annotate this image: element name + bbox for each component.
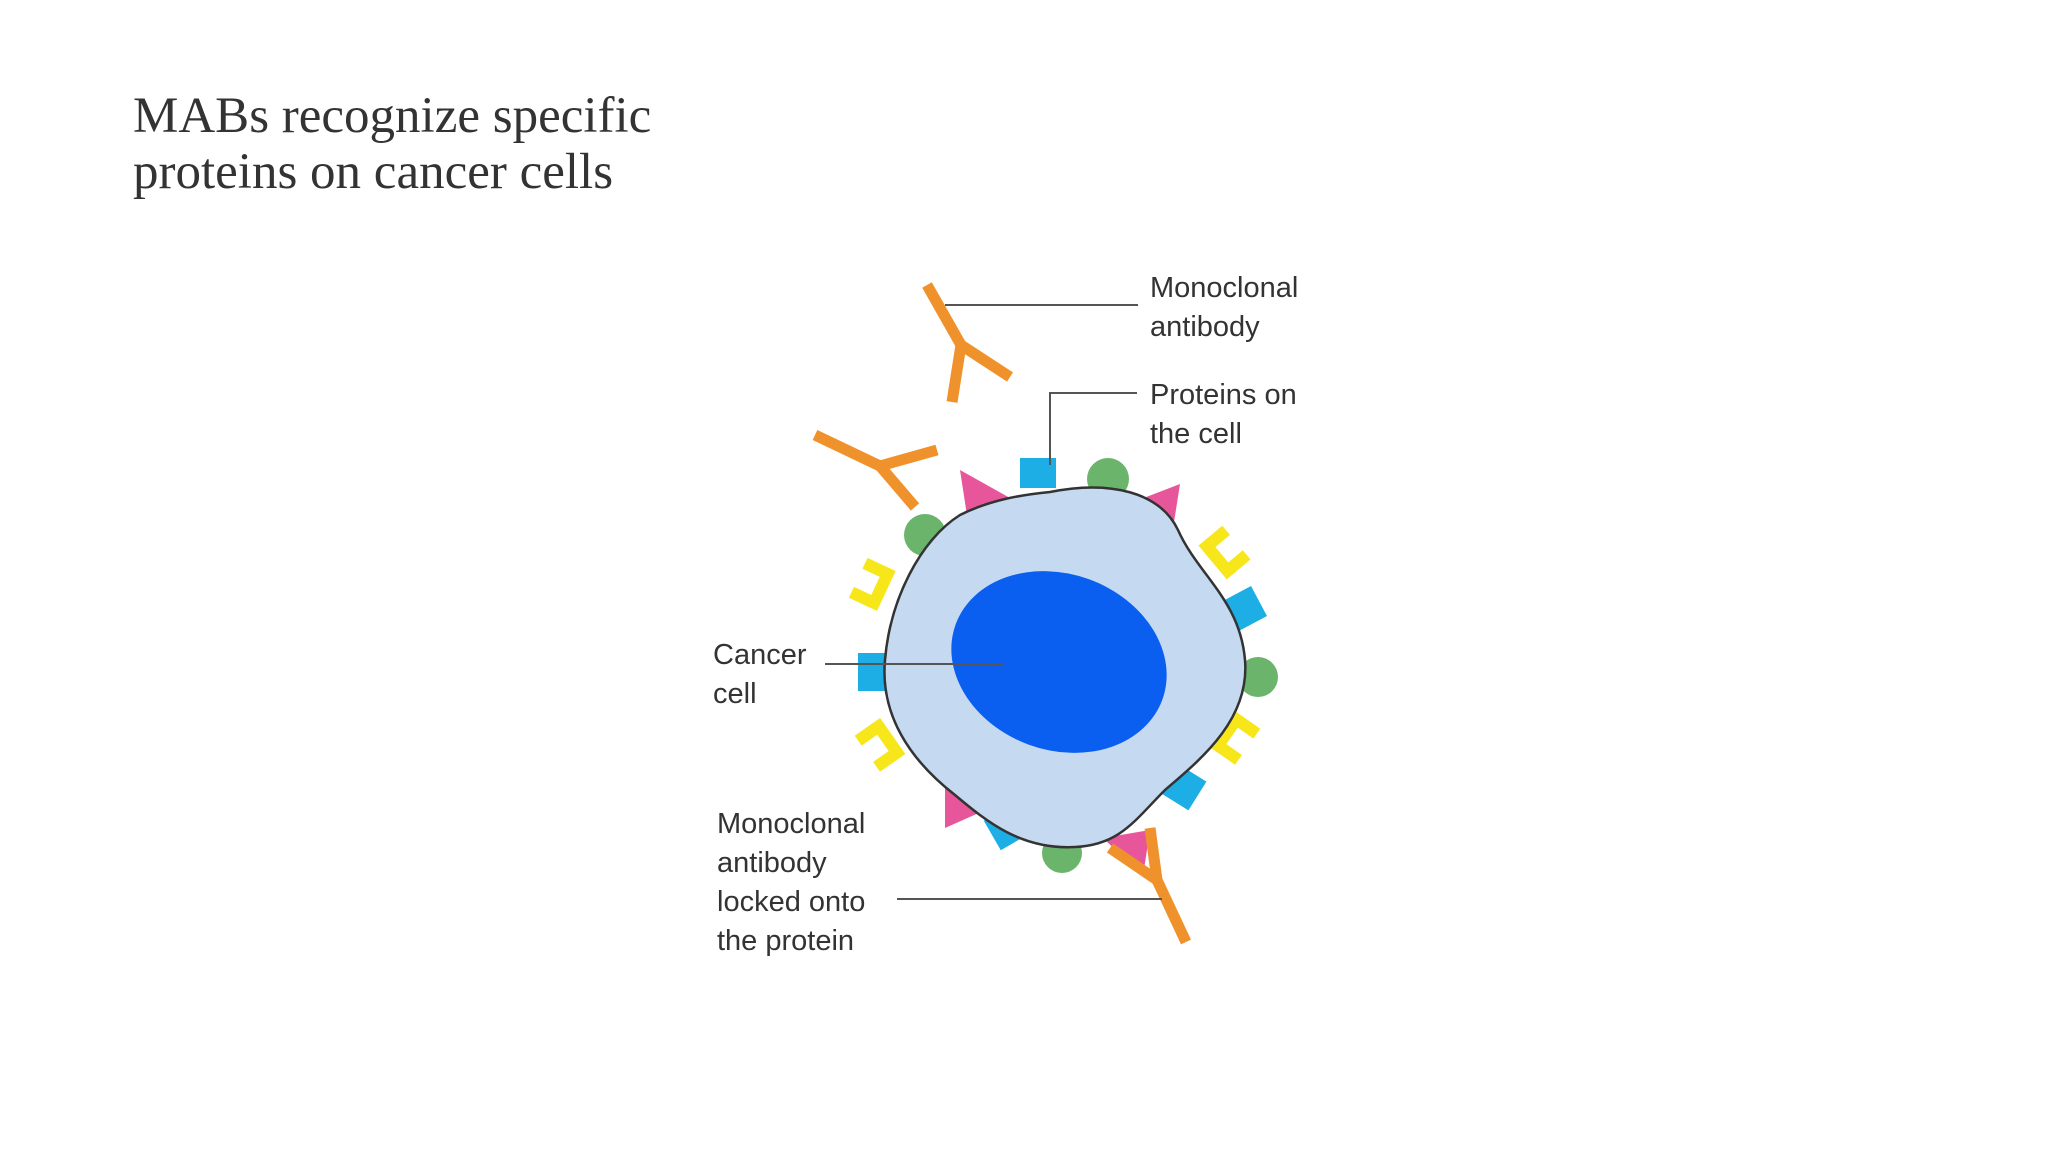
yellow-protein <box>1198 525 1251 580</box>
slide-title-line-2: proteins on cancer cells <box>133 144 614 200</box>
antibody-bound <box>1106 827 1191 945</box>
label-monoclonal-antibody: Monoclonal antibody <box>1150 272 1306 343</box>
yellow-protein <box>854 717 906 772</box>
antibody-free-left <box>812 430 939 511</box>
slide-title: MABs recognize specific proteins on canc… <box>133 88 1033 200</box>
label-proteins-on-cell: Proteins on the cell <box>1150 379 1305 450</box>
nucleus <box>951 571 1167 753</box>
label-locked-antibody: Monoclonal antibody locked onto the prot… <box>717 808 873 957</box>
yellow-protein <box>1209 710 1261 765</box>
leader-lines <box>825 304 1162 900</box>
label-cancer-cell: Cancer cell <box>713 639 815 710</box>
green-protein <box>1238 657 1278 697</box>
leader-line-proteins <box>1049 392 1137 465</box>
yellow-protein <box>848 557 896 611</box>
slide-title-line-1: MABs recognize specific <box>133 88 652 144</box>
antibody-free-top <box>922 282 1014 403</box>
